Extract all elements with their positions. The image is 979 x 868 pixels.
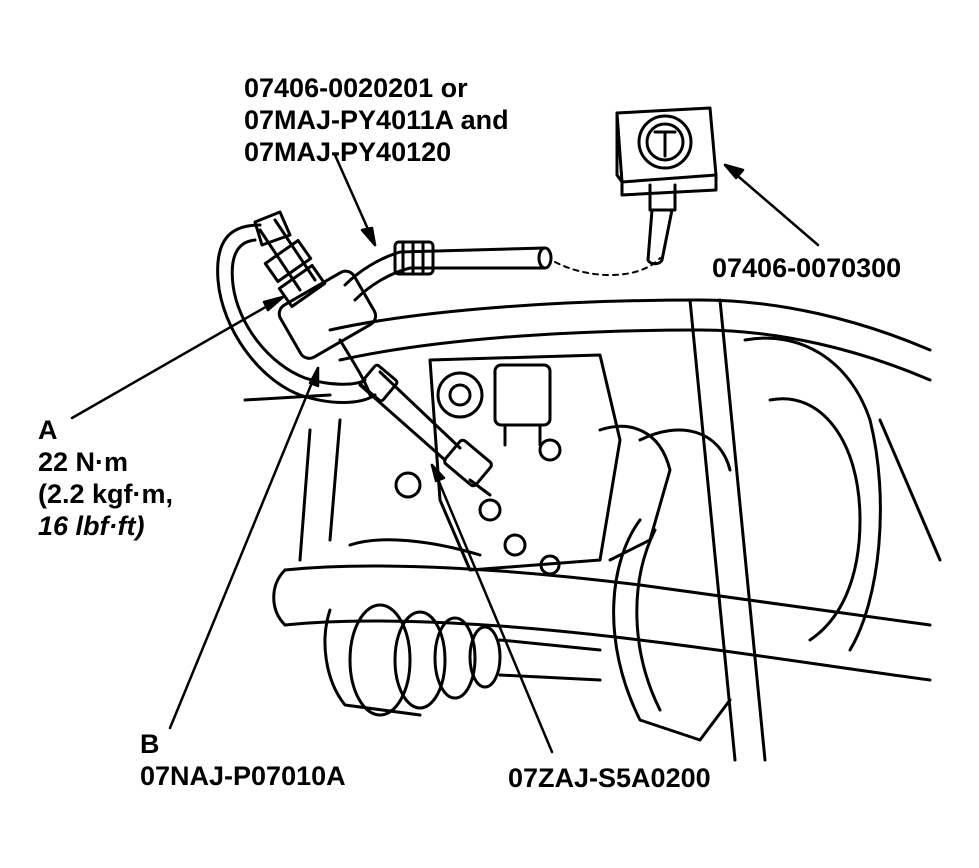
part-b-tool: 07NAJ-P07010A xyxy=(140,761,346,791)
part-a-torque-lbf: 16 lbf·ft) xyxy=(38,511,145,541)
engine-frame xyxy=(243,298,932,762)
adapter-hose xyxy=(358,363,493,497)
drive-shaft-boot xyxy=(298,418,602,717)
pressure-gauge-icon xyxy=(615,106,718,266)
gauge-hose-label-line3: 07MAJ-PY40120 xyxy=(244,137,452,167)
engine-housing-right xyxy=(612,336,942,742)
gauge-hose-label-line1: 07406-0020201 or xyxy=(244,73,468,103)
throttle-body xyxy=(394,353,732,576)
pressure-gauge-label: 07406-0070300 xyxy=(712,253,902,283)
gauge-hose xyxy=(343,240,661,302)
part-a-torque-nm: 22 N·m xyxy=(38,447,129,477)
fuel-line-loop xyxy=(216,223,377,404)
part-b-letter: B xyxy=(140,729,160,759)
lower-crossbar xyxy=(272,564,932,682)
adapter-tool-label: 07ZAJ-S5A0200 xyxy=(508,763,711,793)
fitting-a-tee xyxy=(253,210,378,397)
part-a-torque-kgf: (2.2 kgf·m, xyxy=(38,479,174,509)
gauge-hose-label-line2: 07MAJ-PY4011A and xyxy=(244,105,509,135)
leader-arrows xyxy=(70,153,820,754)
part-a-letter: A xyxy=(38,415,58,445)
